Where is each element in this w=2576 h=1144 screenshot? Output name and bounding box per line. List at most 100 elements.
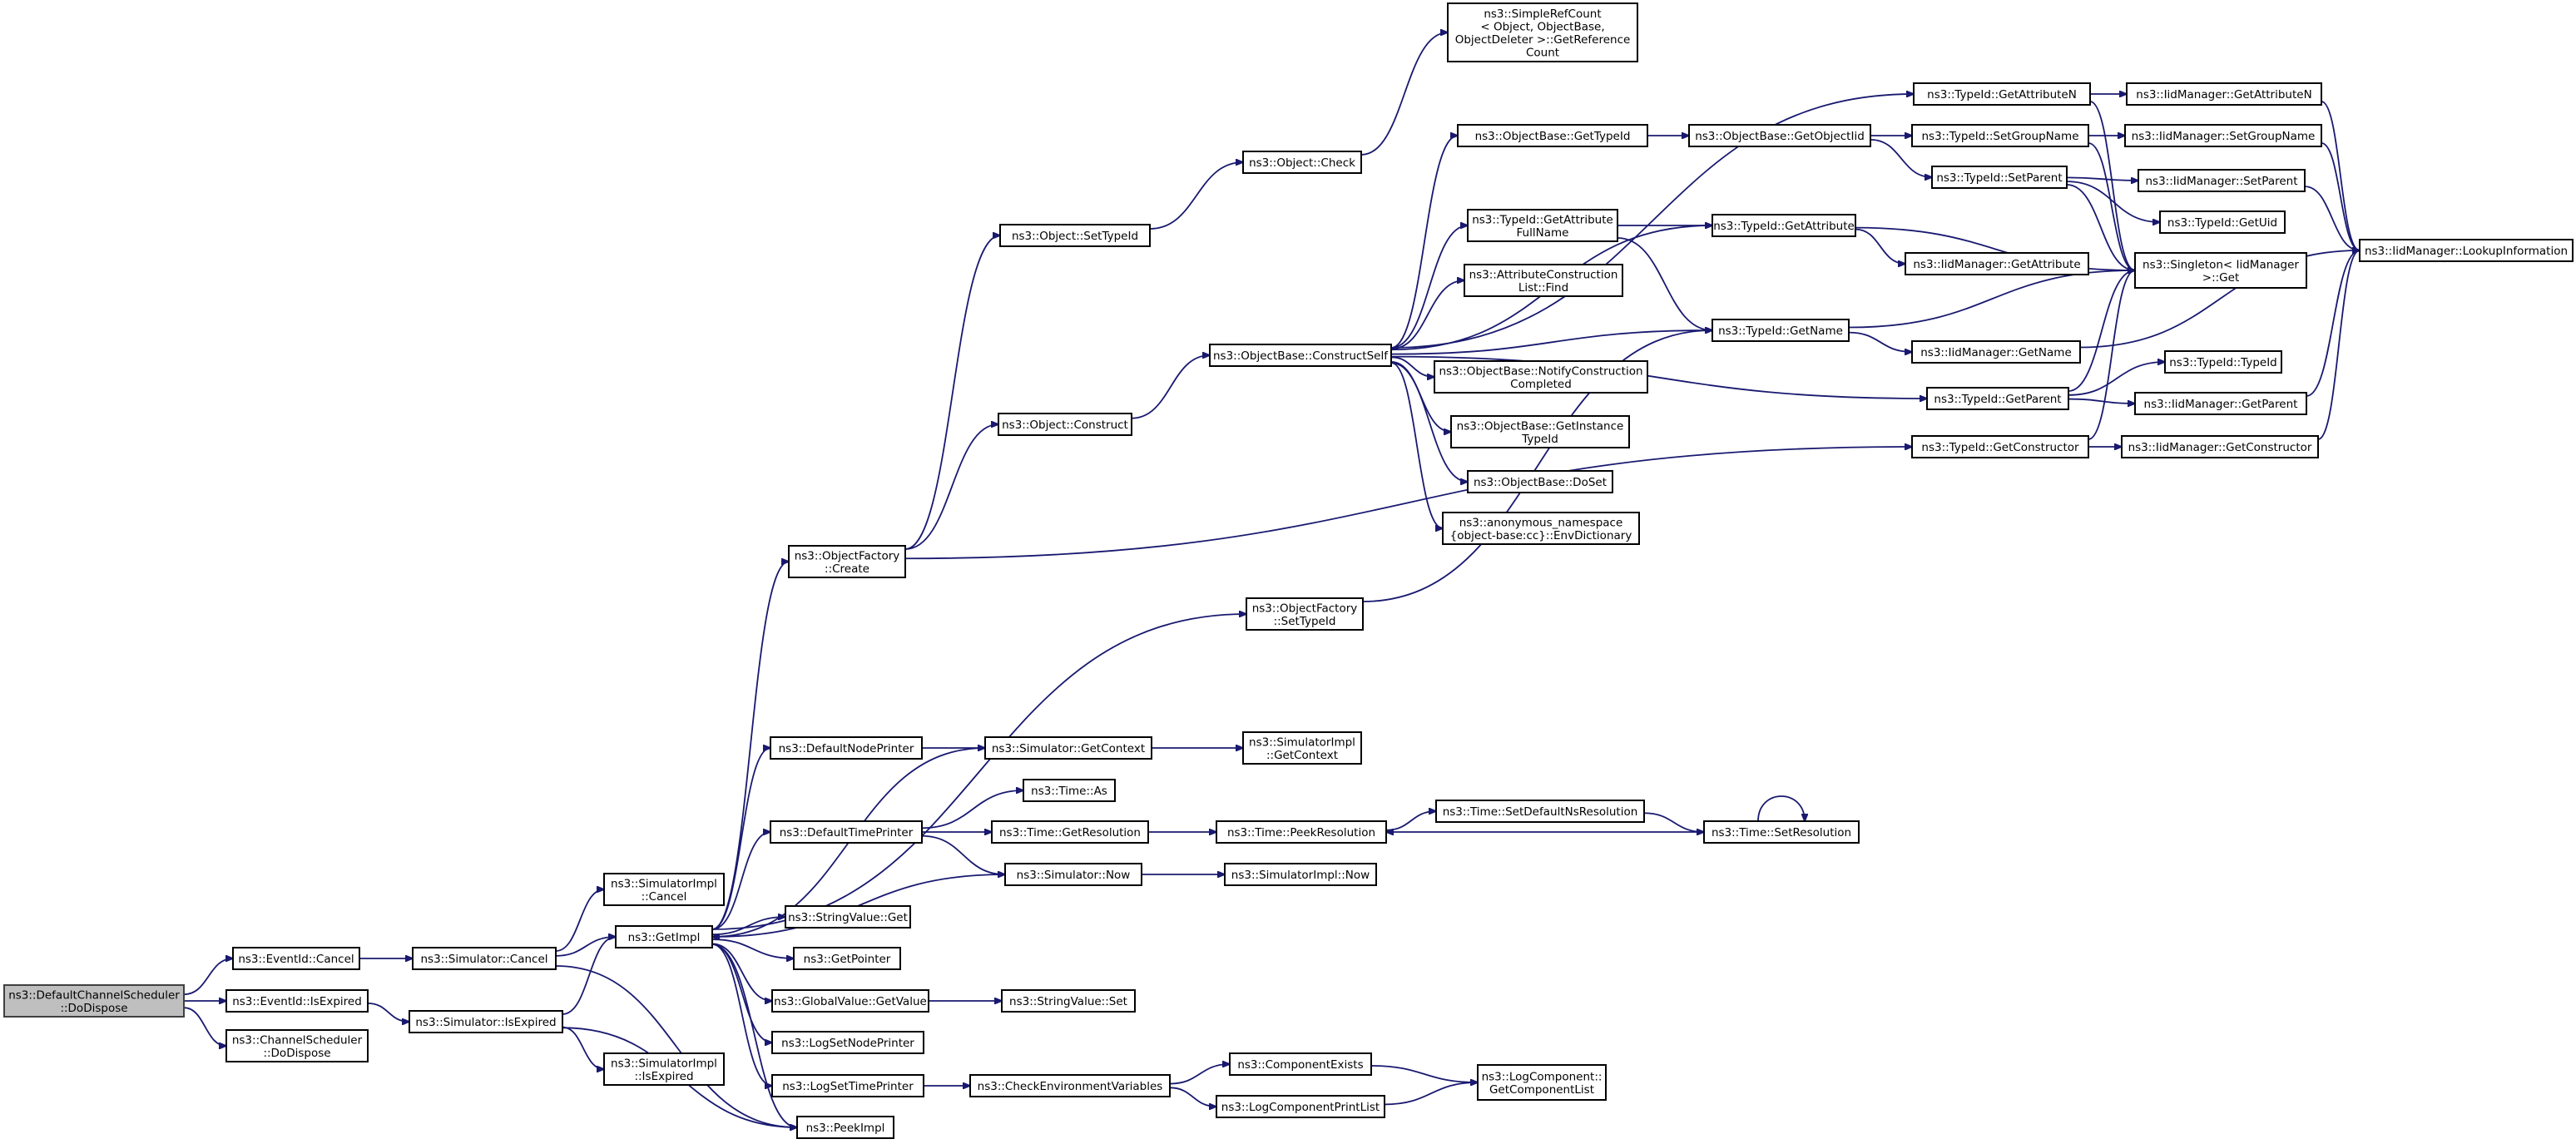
node-box bbox=[793, 947, 901, 970]
node-box bbox=[2159, 210, 2286, 234]
node-label: ns3::SimulatorImpl bbox=[1249, 735, 1355, 749]
node-simimpl_cancel[interactable]: ns3::SimulatorImpl::Cancel bbox=[603, 873, 725, 906]
edge-time_setresolution-to-time_setresolution bbox=[1757, 795, 1805, 821]
node-sim_now[interactable]: ns3::Simulator::Now bbox=[1004, 863, 1142, 886]
node-label: ns3::IidManager::SetParent bbox=[2146, 175, 2298, 188]
node-time_getresolution[interactable]: ns3::Time::GetResolution bbox=[991, 820, 1149, 844]
node-box bbox=[615, 925, 713, 948]
node-simimpl_now[interactable]: ns3::SimulatorImpl::Now bbox=[1224, 863, 1377, 886]
node-iid_getattribute[interactable]: ns3::IidManager::GetAttribute bbox=[1905, 252, 2089, 275]
node-objectbase_constructself[interactable]: ns3::ObjectBase::ConstructSelf bbox=[1209, 344, 1392, 367]
node-eventid_cancel[interactable]: ns3::EventId::Cancel bbox=[232, 947, 360, 970]
node-object_settypeid[interactable]: ns3::Object::SetTypeId bbox=[999, 224, 1151, 247]
node-label: ns3::IidManager::GetName bbox=[1920, 346, 2072, 359]
node-label: ns3::CheckEnvironmentVariables bbox=[978, 1080, 1163, 1093]
node-globalvalue_getvalue[interactable]: ns3::GlobalValue::GetValue bbox=[771, 989, 929, 1013]
node-eventid_isexpired[interactable]: ns3::EventId::IsExpired bbox=[225, 989, 369, 1013]
node-box bbox=[1477, 1064, 1607, 1101]
node-objectbase_notify[interactable]: ns3::ObjectBase::NotifyConstructionCompl… bbox=[1434, 360, 1648, 394]
node-typeid_getname[interactable]: ns3::TypeId::GetName bbox=[1712, 319, 1850, 342]
node-typeid_getparent[interactable]: ns3::TypeId::GetParent bbox=[1926, 387, 2069, 410]
node-chsched_dodispose[interactable]: ns3::ChannelScheduler::DoDispose bbox=[225, 1029, 369, 1062]
edge-sim_cancel-to-simimpl_cancel bbox=[555, 889, 604, 952]
node-simplerefcount[interactable]: ns3::SimpleRefCount< Object, ObjectBase,… bbox=[1447, 2, 1638, 62]
node-stringvalue_get[interactable]: ns3::StringValue::Get bbox=[785, 905, 911, 929]
node-label: ns3::Time::GetResolution bbox=[999, 826, 1141, 839]
node-getpointer[interactable]: ns3::GetPointer bbox=[793, 947, 901, 970]
edge-time_peekresolution-to-time_setdefaultnsres bbox=[1385, 811, 1436, 831]
node-box bbox=[969, 1074, 1171, 1097]
node-label: ::Create bbox=[825, 562, 869, 576]
edge-object_construct-to-objectbase_constructself bbox=[1131, 355, 1210, 419]
node-box bbox=[1023, 779, 1116, 802]
node-defaulttimeprinter[interactable]: ns3::DefaultTimePrinter bbox=[770, 820, 923, 844]
node-typeid_setparent[interactable]: ns3::TypeId::SetParent bbox=[1931, 166, 2068, 189]
node-objfactory_settypeid[interactable]: ns3::ObjectFactory::SetTypeId bbox=[1246, 597, 1364, 631]
edge-object_settypeid-to-object_check bbox=[1149, 162, 1243, 230]
node-logcomponentprintlist[interactable]: ns3::LogComponentPrintList bbox=[1216, 1095, 1385, 1118]
node-getimpl[interactable]: ns3::GetImpl bbox=[615, 925, 713, 948]
edge-objectbase_constructself-to-attrconstructionlist_find bbox=[1390, 280, 1464, 350]
node-logsetnodeprinter[interactable]: ns3::LogSetNodePrinter bbox=[771, 1031, 924, 1054]
node-label: Count bbox=[1526, 46, 1559, 59]
node-objectbase_gettypeid[interactable]: ns3::ObjectBase::GetTypeId bbox=[1457, 124, 1648, 147]
node-root[interactable]: ns3::DefaultChannelScheduler::DoDispose bbox=[3, 984, 185, 1018]
edge-objectbase_constructself-to-typeid_getname bbox=[1390, 330, 1712, 355]
node-sim_getcontext[interactable]: ns3::Simulator::GetContext bbox=[984, 736, 1152, 760]
node-defaultnodeprinter[interactable]: ns3::DefaultNodePrinter bbox=[770, 736, 923, 760]
edge-typeid_getconstructor-to-singleton_get bbox=[2088, 270, 2135, 440]
node-typeid_getattributen[interactable]: ns3::TypeId::GetAttributeN bbox=[1913, 82, 2091, 106]
node-iid_getparent[interactable]: ns3::IidManager::GetParent bbox=[2134, 392, 2307, 415]
node-box bbox=[409, 1010, 563, 1033]
node-time_setresolution[interactable]: ns3::Time::SetResolution bbox=[1703, 820, 1860, 844]
node-time_peekresolution[interactable]: ns3::Time::PeekResolution bbox=[1216, 820, 1387, 844]
node-typeid_getconstructor[interactable]: ns3::TypeId::GetConstructor bbox=[1911, 435, 2089, 458]
node-label: ns3::DefaultChannelScheduler bbox=[8, 988, 180, 1002]
node-label: ns3::TypeId::GetName bbox=[1718, 324, 1843, 338]
node-typeid_typeid[interactable]: ns3::TypeId::TypeId bbox=[2164, 350, 2282, 374]
node-iid_setparent[interactable]: ns3::IidManager::SetParent bbox=[2138, 169, 2306, 192]
node-objfactory_create[interactable]: ns3::ObjectFactory::Create bbox=[788, 545, 906, 578]
node-componentexists[interactable]: ns3::ComponentExists bbox=[1229, 1052, 1372, 1076]
node-time_as[interactable]: ns3::Time::As bbox=[1023, 779, 1116, 802]
edge-getimpl-to-objfactory_settypeid bbox=[711, 614, 1246, 930]
node-checkenvvars[interactable]: ns3::CheckEnvironmentVariables bbox=[969, 1074, 1171, 1097]
node-simimpl_isexpired[interactable]: ns3::SimulatorImpl::IsExpired bbox=[603, 1052, 725, 1086]
node-iid_getconstructor[interactable]: ns3::IidManager::GetConstructor bbox=[2121, 435, 2319, 458]
node-label: ::SetTypeId bbox=[1274, 615, 1336, 628]
node-logcomponent_getlist[interactable]: ns3::LogComponent::GetComponentList bbox=[1477, 1064, 1607, 1101]
node-object_check[interactable]: ns3::Object::Check bbox=[1242, 151, 1362, 174]
node-stringvalue_set[interactable]: ns3::StringValue::Set bbox=[1001, 989, 1136, 1013]
edge-logcomponentprintlist-to-logcomponent_getlist bbox=[1384, 1082, 1478, 1106]
node-label: ns3::Time::As bbox=[1031, 785, 1107, 798]
node-iid_lookupinformation[interactable]: ns3::IidManager::LookupInformation bbox=[2359, 239, 2574, 262]
node-iid_setgroupname[interactable]: ns3::IidManager::SetGroupName bbox=[2124, 124, 2322, 147]
node-peekimpl[interactable]: ns3::PeekImpl bbox=[796, 1116, 894, 1139]
node-time_setdefaultnsres[interactable]: ns3::Time::SetDefaultNsResolution bbox=[1435, 800, 1645, 823]
node-typeid_getuid[interactable]: ns3::TypeId::GetUid bbox=[2159, 210, 2286, 234]
edge-root-to-chsched_dodispose bbox=[183, 1007, 226, 1046]
edge-getimpl-to-globalvalue_getvalue bbox=[711, 943, 772, 1001]
edge-iid_getattributen-to-iid_lookupinformation bbox=[2321, 101, 2360, 250]
node-objectbase_doset[interactable]: ns3::ObjectBase::DoSet bbox=[1467, 470, 1613, 493]
node-typeid_getattribute[interactable]: ns3::TypeId::GetAttribute bbox=[1712, 214, 1856, 237]
node-iid_getattributen[interactable]: ns3::IidManager::GetAttributeN bbox=[2126, 82, 2322, 106]
node-box bbox=[1905, 252, 2089, 275]
node-sim_cancel[interactable]: ns3::Simulator::Cancel bbox=[412, 947, 557, 970]
node-logsettimeprinter[interactable]: ns3::LogSetTimePrinter bbox=[771, 1074, 924, 1097]
node-label: ns3::Time::PeekResolution bbox=[1227, 826, 1375, 839]
node-object_construct[interactable]: ns3::Object::Construct bbox=[998, 413, 1132, 436]
node-box bbox=[2126, 82, 2322, 106]
node-objectbase_getobjectiid[interactable]: ns3::ObjectBase::GetObjectIid bbox=[1688, 124, 1871, 147]
node-box bbox=[1911, 340, 2081, 364]
node-typeid_setgroupname[interactable]: ns3::TypeId::SetGroupName bbox=[1911, 124, 2089, 147]
node-simimpl_getcontext[interactable]: ns3::SimulatorImpl::GetContext bbox=[1242, 731, 1362, 765]
node-label: ns3::Simulator::GetContext bbox=[992, 742, 1145, 755]
node-anon_envdictionary[interactable]: ns3::anonymous_namespace{object-base:cc}… bbox=[1442, 512, 1640, 545]
node-iid_getname[interactable]: ns3::IidManager::GetName bbox=[1911, 340, 2081, 364]
node-singleton_get[interactable]: ns3::Singleton< IidManager >::Get bbox=[2134, 252, 2307, 289]
node-sim_isexpired[interactable]: ns3::Simulator::IsExpired bbox=[409, 1010, 563, 1033]
